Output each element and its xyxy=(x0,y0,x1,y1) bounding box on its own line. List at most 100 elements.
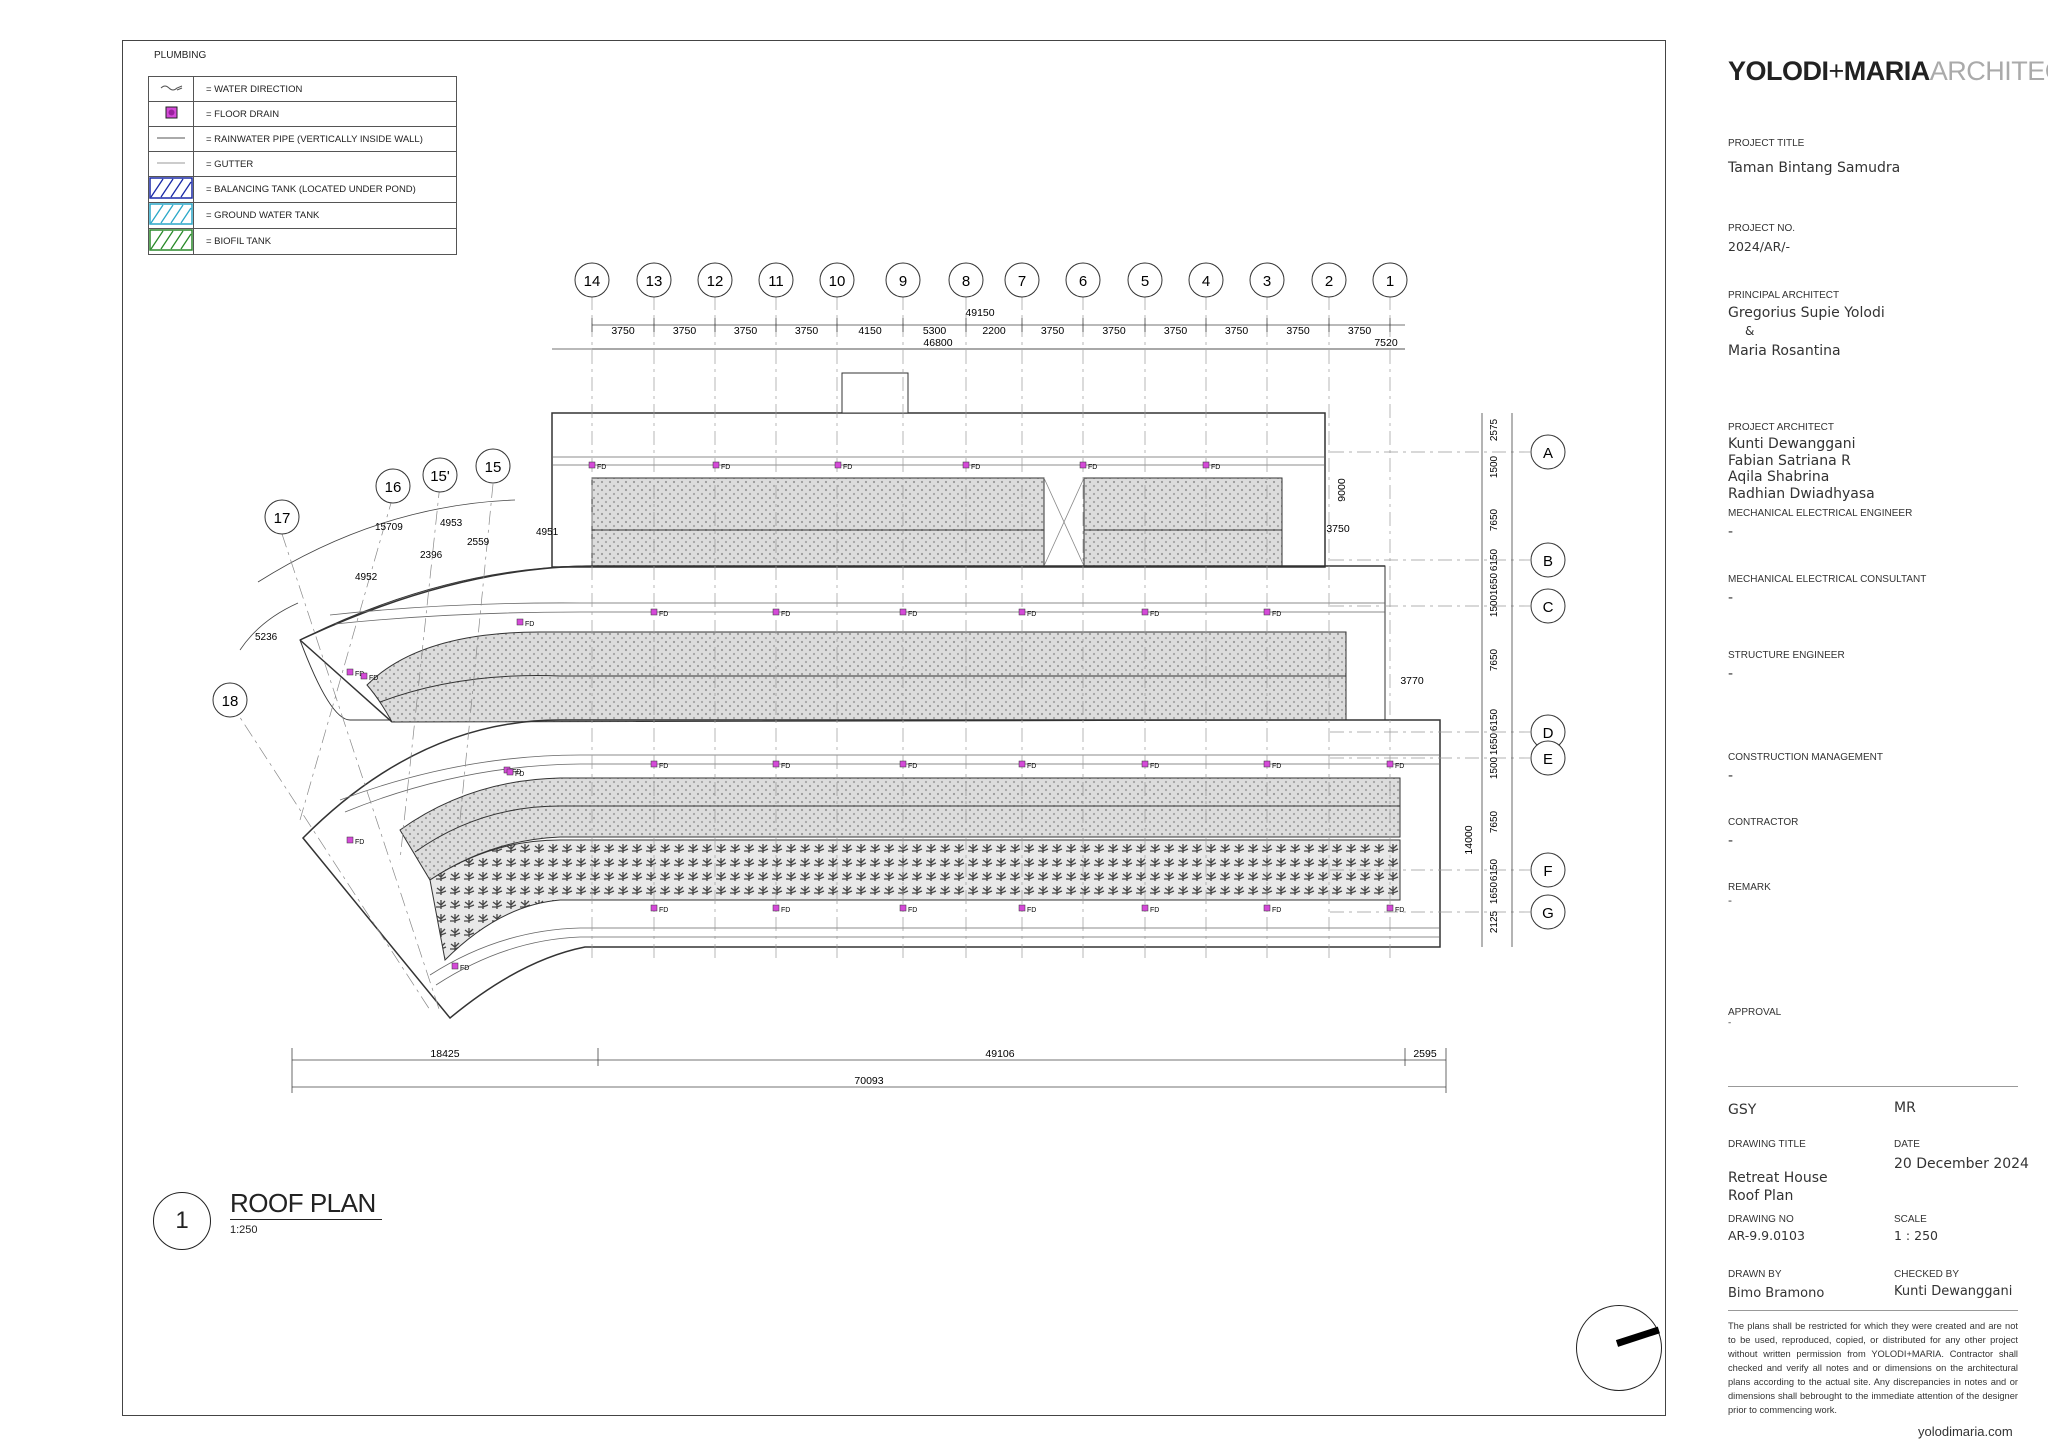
floor-drain-icon: FD xyxy=(1263,760,1281,770)
grid-column-bubble: 12 xyxy=(697,262,733,298)
remark-label: REMARK xyxy=(1728,882,1771,893)
svg-text:FD: FD xyxy=(908,763,917,770)
drawn-by-label: DRAWN BY xyxy=(1728,1269,1782,1280)
curve-grid-bubble: 18 xyxy=(212,682,248,718)
curve-grid-bubble: 17 xyxy=(264,499,300,535)
dim-column: 4150 xyxy=(858,325,882,337)
floor-drain-icon: FD xyxy=(1141,608,1159,618)
date-label: DATE xyxy=(1894,1139,1920,1150)
curve-dim: 4952 xyxy=(355,572,378,583)
grid-column-bubble: 14 xyxy=(574,262,610,298)
svg-text:A: A xyxy=(1543,445,1553,462)
drawn-by-value: Bimo Bramono xyxy=(1728,1286,1825,1301)
floor-drain-icon: FD xyxy=(1079,461,1097,471)
floor-drain-icon: FD xyxy=(650,608,668,618)
svg-text:2: 2 xyxy=(1325,273,1333,290)
project-no: 2024/AR/- xyxy=(1728,239,1790,254)
floor-drain-icon: FD xyxy=(1263,608,1281,618)
approval-value: - xyxy=(1728,1018,1732,1028)
curve-dim: 4953 xyxy=(440,518,463,529)
approval-label: APPROVAL xyxy=(1728,1007,1782,1018)
svg-text:14: 14 xyxy=(584,273,601,290)
dim-column: 2200 xyxy=(982,325,1006,337)
dim-row-extra: 3750 xyxy=(1326,523,1350,535)
grid-column-bubble: 11 xyxy=(758,262,794,298)
svg-text:9: 9 xyxy=(899,273,907,290)
dim-column: 3750 xyxy=(1286,325,1310,337)
curve-grid: 17 16 15' 15 18 15709 4953 2396 2559 495… xyxy=(212,448,559,1013)
svg-text:FD: FD xyxy=(908,611,917,618)
svg-text:FD: FD xyxy=(1027,611,1036,618)
mec-value: - xyxy=(1728,590,1734,606)
legend-label: = BALANCING TANK (LOCATED UNDER POND) xyxy=(193,176,457,203)
grid-column-bubble: 10 xyxy=(819,262,855,298)
grid-row-bubble: E xyxy=(1530,740,1566,776)
floor-drain-icon: FD xyxy=(650,904,668,914)
legend-title: PLUMBING xyxy=(154,50,207,61)
svg-text:FD: FD xyxy=(659,611,668,618)
scale-label: SCALE xyxy=(1894,1214,1927,1225)
drawing-number: 1 xyxy=(153,1192,211,1250)
grid-column-lines xyxy=(591,296,1391,960)
grid-column-bubble: 3 xyxy=(1249,262,1285,298)
svg-text:FD: FD xyxy=(1150,611,1159,618)
dim-row: 7650 xyxy=(1489,810,1500,833)
floor-drain-icon: FD xyxy=(1018,760,1036,770)
dim-row: 2125 xyxy=(1489,910,1500,933)
svg-text:FD: FD xyxy=(721,464,730,471)
svg-text:FD: FD xyxy=(781,763,790,770)
floor-drain-icon: FD xyxy=(346,668,364,678)
svg-text:13: 13 xyxy=(646,273,663,290)
grid-column-bubble: 2 xyxy=(1311,262,1347,298)
svg-text:1: 1 xyxy=(1386,273,1394,290)
svg-text:11: 11 xyxy=(768,273,784,290)
dim-column: 3750 xyxy=(1225,325,1249,337)
project-architect: Fabian Satriana R xyxy=(1728,452,1851,469)
dim-column: 3750 xyxy=(1041,325,1065,337)
floor-drain-icon: FD xyxy=(1263,904,1281,914)
floor-drain-icon: FD xyxy=(1018,608,1036,618)
curve-dim: 2559 xyxy=(467,537,490,548)
firm-logo: YOLODI+MARIAARCHITECTS xyxy=(1728,56,2048,86)
project-title-label: PROJECT TITLE xyxy=(1728,138,1805,149)
curve-dim: 4951 xyxy=(536,527,559,538)
dim-row: 1500 xyxy=(1489,455,1500,478)
curve-dim: 5236 xyxy=(255,632,278,643)
mec-label: MECHANICAL ELECTRICAL CONSULTANT xyxy=(1728,574,1927,585)
floor-drain-icon: FD xyxy=(1202,461,1220,471)
principal-1: Gregorius Supie Yolodi xyxy=(1728,305,1885,321)
svg-text:FD: FD xyxy=(1027,763,1036,770)
principal-2: Maria Rosantina xyxy=(1728,343,1841,359)
website: yolodimaria.com xyxy=(1918,1424,2013,1439)
ground-water-tank-hatch-icon xyxy=(148,202,194,229)
legend-label: = RAINWATER PIPE (VERTICALLY INSIDE WALL… xyxy=(193,126,457,152)
dim-row-extra: 9000 xyxy=(1336,478,1348,502)
drawing-title-label: DRAWING TITLE xyxy=(1728,1139,1806,1150)
svg-text:FD: FD xyxy=(1088,464,1097,471)
drawing-no-value: AR-9.9.0103 xyxy=(1728,1228,1805,1243)
scale-value: 1 : 250 xyxy=(1894,1228,1938,1243)
floor-drain-icon: FD xyxy=(1386,904,1404,914)
floor-drain-icon: FD xyxy=(1386,760,1404,770)
svg-text:FD: FD xyxy=(971,464,980,471)
principal-amp: & xyxy=(1745,324,1755,338)
floor-drain-icon: FD xyxy=(451,962,469,972)
svg-text:FD: FD xyxy=(843,464,852,471)
date-value: 20 December 2024 xyxy=(1894,1156,2029,1172)
dim-row: 1650 xyxy=(1489,572,1500,595)
floor-drain-icon: FD xyxy=(1141,760,1159,770)
checked-by-label: CHECKED BY xyxy=(1894,1269,1960,1280)
legend-row: = BIOFIL TANK xyxy=(148,228,457,255)
svg-text:FD: FD xyxy=(460,965,469,972)
grid-column-bubble: 1 xyxy=(1372,262,1408,298)
dim-row: 7650 xyxy=(1489,508,1500,531)
dim-row: 1500 xyxy=(1489,756,1500,779)
project-architect-list: Kunti Dewanggani Fabian Satriana R Aqila… xyxy=(1728,436,1875,502)
svg-text:16: 16 xyxy=(385,479,402,496)
svg-text:FD: FD xyxy=(1272,611,1281,618)
disclaimer: The plans shall be restricted for which … xyxy=(1728,1321,2018,1415)
floor-drain-icon: FD xyxy=(899,904,917,914)
svg-text:F: F xyxy=(1543,863,1552,880)
